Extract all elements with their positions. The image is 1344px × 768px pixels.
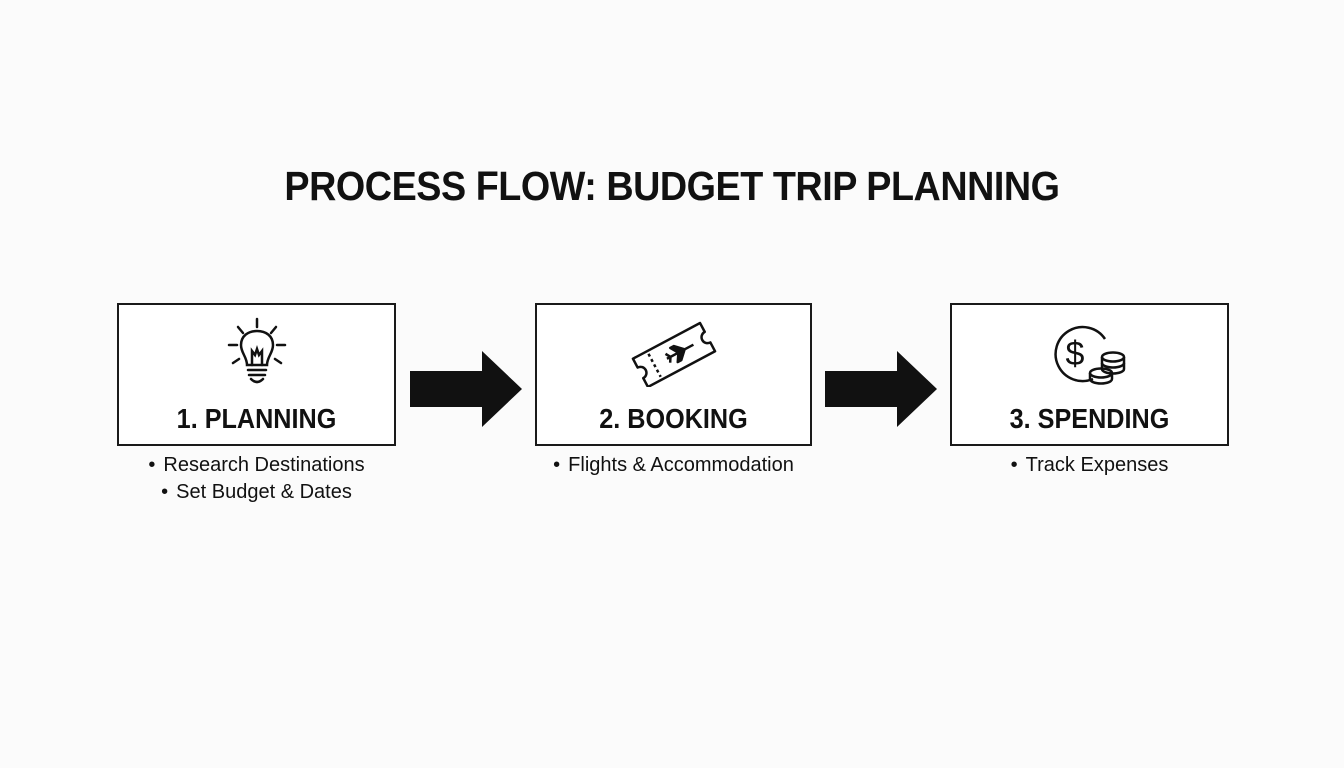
step-label: 1. PLANNING: [176, 403, 337, 434]
dollar-coins-icon: $: [952, 317, 1227, 387]
list-item: Track Expenses: [950, 452, 1229, 479]
step-spending-bullets: Track Expenses: [950, 452, 1229, 479]
list-item: Set Budget & Dates: [117, 479, 396, 506]
step-label: 3. SPENDING: [1009, 403, 1170, 434]
step-planning: 1. PLANNING: [117, 303, 396, 446]
arrow-right-icon: [825, 351, 937, 427]
list-item: Flights & Accommodation: [535, 452, 812, 479]
svg-text:$: $: [1065, 335, 1084, 373]
step-spending: $ 3. SPENDING: [950, 303, 1229, 446]
step-planning-bullets: Research Destinations Set Budget & Dates: [117, 452, 396, 506]
lightbulb-icon: [119, 317, 394, 387]
page-title: PROCESS FLOW: BUDGET TRIP PLANNING: [284, 163, 1060, 209]
arrow-right-icon: [410, 351, 522, 427]
plane-ticket-icon: [537, 317, 810, 387]
step-booking-bullets: Flights & Accommodation: [535, 452, 812, 479]
step-booking: 2. BOOKING: [535, 303, 812, 446]
step-label: 2. BOOKING: [599, 403, 748, 434]
list-item: Research Destinations: [117, 452, 396, 479]
